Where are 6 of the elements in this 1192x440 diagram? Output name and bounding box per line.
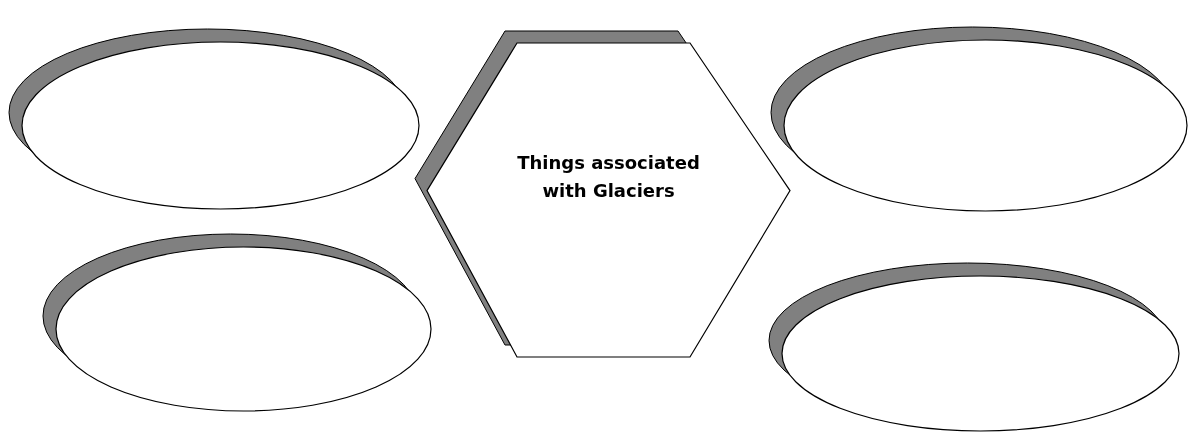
ellipse-shape [768, 262, 1180, 432]
hexagon-shape [414, 30, 790, 357]
ellipse-shape [770, 26, 1188, 212]
ellipse-shape [42, 233, 432, 412]
hexagon-label: Things associated with Glaciers [517, 150, 700, 203]
ellipse-shape [8, 28, 420, 210]
